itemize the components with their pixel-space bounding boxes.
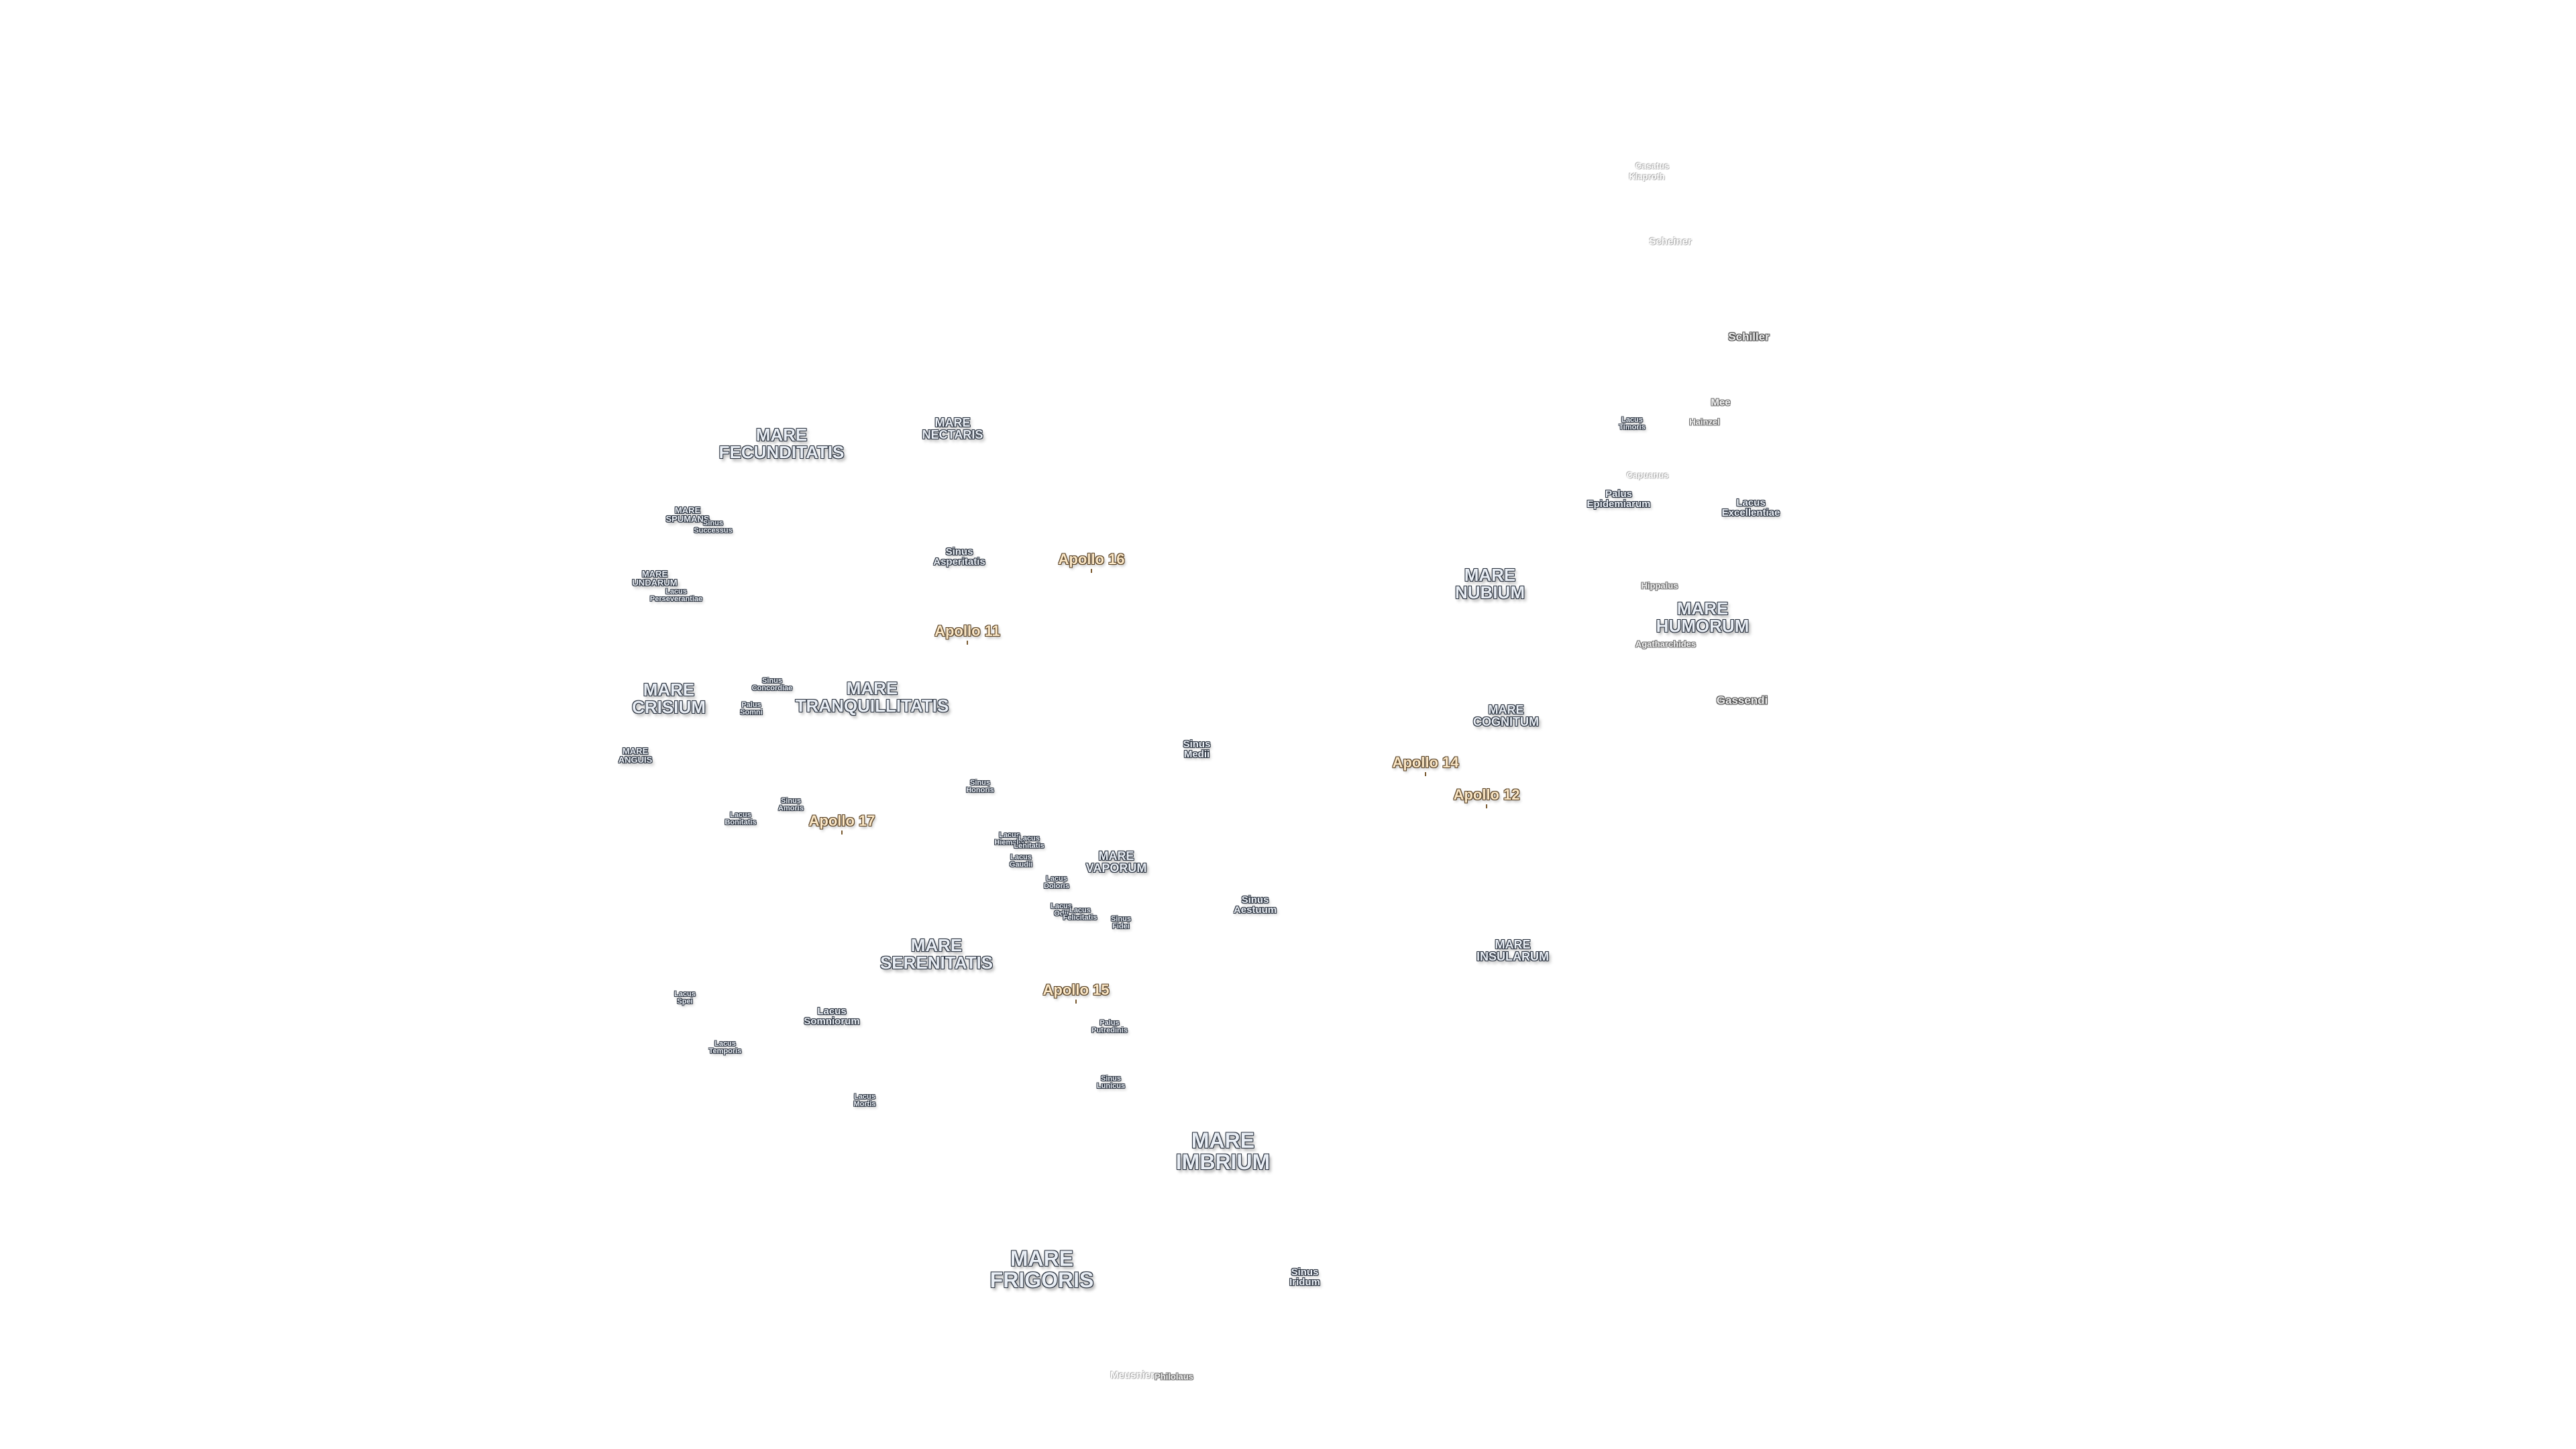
- label-lacus-mortis[interactable]: Lacus Mortis: [853, 1093, 876, 1108]
- label-sinus-asperitatis[interactable]: Sinus Asperitatis: [933, 546, 985, 568]
- label-sinus-medii[interactable]: Sinus Medii: [1183, 739, 1211, 760]
- label-lacus-somniorum[interactable]: Lacus Somniorum: [804, 1006, 860, 1027]
- label-sinus-lunicus[interactable]: Sinus Lunicus: [1096, 1075, 1126, 1090]
- label-sinus-honoris[interactable]: Sinus Honoris: [966, 779, 994, 794]
- apollo-17-marker: [841, 830, 843, 835]
- label-lacus-hiemalis[interactable]: Lacus Hiemalis: [994, 831, 1025, 847]
- label-sinus-concordiae[interactable]: Sinus Concordiae: [751, 677, 793, 692]
- label-sinus-aestuum[interactable]: Sinus Aestuum: [1233, 894, 1277, 916]
- label-sinus-successus[interactable]: Sinus Successus: [694, 519, 733, 535]
- label-lacus-spei[interactable]: Lacus Spei: [674, 990, 696, 1006]
- label-lacus-gaudii[interactable]: Lacus Gaudii: [1009, 853, 1033, 869]
- label-mare-tranquillitatis[interactable]: MARE TRANQUILLITATIS: [795, 678, 949, 716]
- label-mee[interactable]: Mee: [1711, 396, 1731, 409]
- label-mare-nectaris[interactable]: MARE NECTARIS: [922, 416, 983, 441]
- label-palus-somni[interactable]: Palus Somni: [740, 701, 763, 716]
- label-sinus-fidei[interactable]: Sinus Fidei: [1111, 915, 1131, 930]
- label-mare-crisium[interactable]: MARE CRISIUM: [632, 680, 706, 717]
- label-mare-fecunditatis[interactable]: MARE FECUNDITATIS: [718, 425, 845, 462]
- label-mare-humorum[interactable]: MARE HUMORUM: [1656, 598, 1750, 636]
- apollo-17-site[interactable]: Apollo 17: [808, 812, 875, 829]
- apollo-11-site[interactable]: Apollo 11: [934, 623, 1000, 639]
- apollo-11-marker: [967, 641, 968, 645]
- label-gassendi[interactable]: Gassendi: [1716, 694, 1768, 707]
- label-philolaus[interactable]: Philolaus: [1155, 1371, 1193, 1382]
- apollo-12-marker: [1486, 804, 1487, 808]
- label-lacus-bonitatis[interactable]: Lacus Bonitatis: [724, 811, 757, 826]
- label-lacus-lenitatis[interactable]: Lacus Lenitatis: [1014, 835, 1044, 850]
- label-mare-undarum[interactable]: MARE UNDARUM: [632, 569, 678, 588]
- label-mare-frigoris[interactable]: MARE FRIGORIS: [989, 1246, 1094, 1292]
- apollo-12-site[interactable]: Apollo 12: [1453, 786, 1520, 803]
- apollo-14-site[interactable]: Apollo 14: [1392, 754, 1459, 771]
- label-hainzel[interactable]: Hainzel: [1689, 417, 1720, 427]
- label-capuanus[interactable]: Capuanus: [1626, 470, 1669, 480]
- label-mare-serenitatis[interactable]: MARE SERENITATIS: [879, 935, 994, 973]
- label-lacus-odii[interactable]: Lacus Odii: [1051, 902, 1072, 918]
- label-schiller[interactable]: Schiller: [1728, 330, 1770, 343]
- label-lacus-temporis[interactable]: Lacus Temporis: [708, 1040, 742, 1055]
- label-mare-vaporum[interactable]: MARE VAPORUM: [1085, 849, 1147, 875]
- apollo-16-site[interactable]: Apollo 16: [1058, 551, 1125, 568]
- label-mare-insularum[interactable]: MARE INSULARUM: [1477, 938, 1549, 963]
- label-sinus-amoris[interactable]: Sinus Amoris: [778, 797, 804, 812]
- label-meusnier[interactable]: Meusnier: [1110, 1369, 1155, 1381]
- label-lacus-felicitatis[interactable]: Lacus Felicitatis: [1063, 906, 1097, 922]
- label-lacus-perseverantiae[interactable]: Lacus Perseverantiae: [649, 588, 703, 603]
- label-lacus-doloris[interactable]: Lacus Doloris: [1044, 875, 1069, 890]
- label-sinus-iridum[interactable]: Sinus Iridum: [1289, 1267, 1320, 1288]
- label-mare-cognitum[interactable]: MARE COGNITUM: [1473, 703, 1539, 729]
- label-casatus[interactable]: Casatus: [1635, 160, 1670, 171]
- label-palus-putredinis[interactable]: Palus Putredinis: [1091, 1019, 1128, 1034]
- label-mare-anguis[interactable]: MARE ANGUIS: [618, 746, 653, 765]
- label-scheiner[interactable]: Scheiner: [1649, 235, 1692, 248]
- label-lacus-excellentiae[interactable]: Lacus Excellentiae: [1721, 497, 1780, 519]
- label-agatharchides[interactable]: Agatharchides: [1635, 639, 1697, 649]
- label-mare-nubium[interactable]: MARE NUBIUM: [1455, 565, 1525, 602]
- apollo-14-marker: [1425, 772, 1426, 776]
- label-hippalus[interactable]: Hippalus: [1641, 580, 1678, 591]
- label-mare-imbrium[interactable]: MARE IMBRIUM: [1175, 1128, 1271, 1174]
- label-mare-spumans[interactable]: MARE SPUMANS: [665, 505, 710, 524]
- label-lacus-timoris[interactable]: Lacus Timoris: [1619, 416, 1646, 431]
- apollo-15-marker: [1075, 1000, 1077, 1004]
- label-klaproth[interactable]: Klaproth: [1629, 171, 1665, 182]
- apollo-16-marker: [1091, 569, 1092, 573]
- apollo-15-site[interactable]: Apollo 15: [1042, 981, 1110, 998]
- label-palus-epidemiarum[interactable]: Palus Epidemiarum: [1587, 488, 1651, 510]
